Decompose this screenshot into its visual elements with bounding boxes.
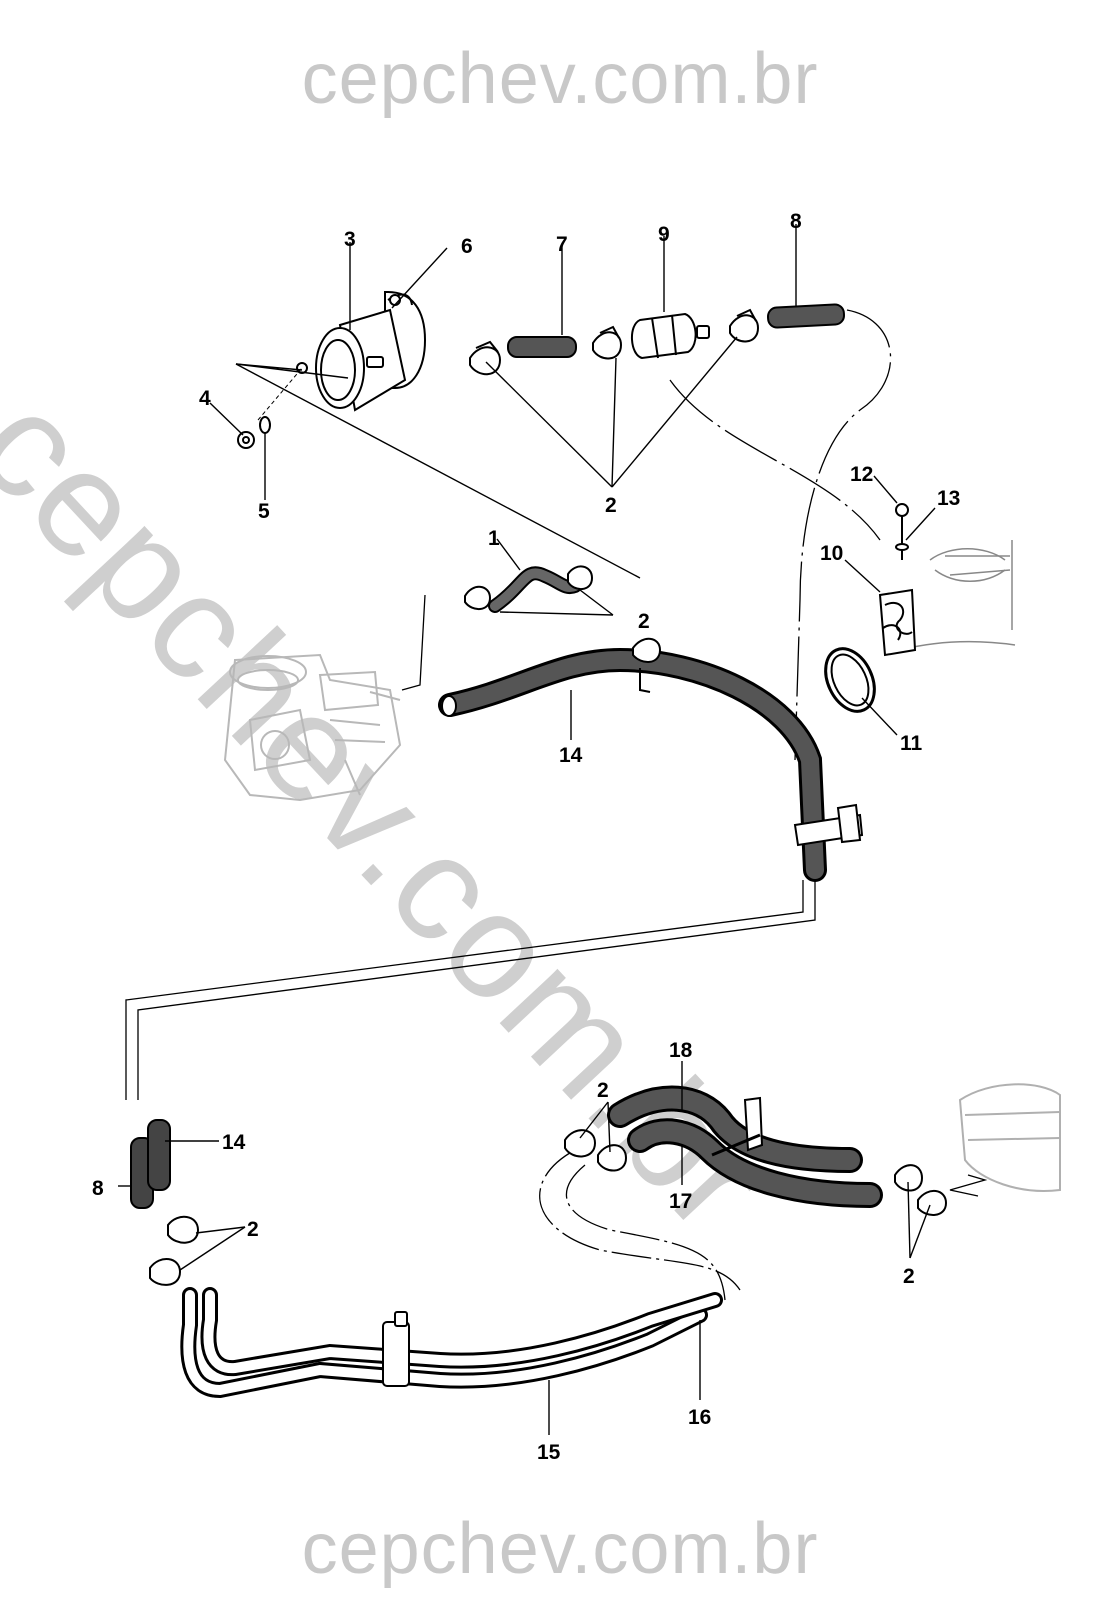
callout-11: 11 (900, 732, 923, 755)
callout-2-lower-mid: 2 (597, 1079, 609, 1102)
leader-lines (118, 224, 936, 1435)
callout-5: 5 (258, 500, 270, 523)
callout-14-lower: 14 (222, 1131, 246, 1154)
callout-4: 4 (199, 387, 211, 410)
callout-8-upper: 8 (790, 210, 802, 233)
watermark-bottom: cepchev.com.br (301, 1509, 819, 1589)
pump-nut-and-washer (237, 416, 271, 449)
callout-labels: 1 2 2 3 4 5 6 7 8 9 10 11 12 13 14 14 8 … (92, 210, 960, 1464)
carburetor-illustration (223, 653, 402, 802)
lower-left-hoses (130, 1119, 200, 1286)
callout-6: 6 (461, 235, 473, 258)
callout-15: 15 (537, 1441, 561, 1464)
callout-17: 17 (669, 1190, 692, 1213)
callout-1: 1 (488, 527, 500, 550)
callout-18: 18 (669, 1039, 693, 1062)
lower-right-clamps (564, 1129, 948, 1216)
callout-13: 13 (937, 487, 960, 510)
fuel-tank-illustration (958, 1083, 1061, 1192)
callout-8-lower: 8 (92, 1177, 104, 1200)
metal-fuel-lines (180, 1287, 723, 1399)
upper-hose-chain (469, 303, 846, 376)
callout-14-upper: 14 (559, 744, 583, 767)
tank-sender-illustration (899, 540, 1016, 651)
hoses-17-18 (607, 1085, 883, 1208)
callout-16: 16 (688, 1406, 711, 1429)
callout-3: 3 (344, 228, 356, 251)
callout-2-lower-left: 2 (247, 1218, 259, 1241)
callout-2-middle: 2 (638, 610, 650, 633)
callout-10: 10 (820, 542, 843, 565)
fuel-pump (296, 291, 427, 412)
hose-bracket-clamp (793, 803, 864, 847)
watermark-top: cepchev.com.br (301, 39, 819, 119)
hose-1 (464, 565, 594, 613)
hose-14-upper (438, 637, 827, 882)
callout-2-lower-right: 2 (903, 1265, 915, 1288)
callout-9: 9 (658, 223, 670, 246)
routing-lines (125, 309, 988, 1301)
callout-2-upper: 2 (605, 494, 617, 517)
stud-dashed-line (257, 367, 303, 421)
callout-7: 7 (556, 233, 568, 256)
bracket-hardware (824, 503, 917, 713)
line-connector-block (382, 1311, 410, 1387)
callout-12: 12 (850, 463, 873, 486)
